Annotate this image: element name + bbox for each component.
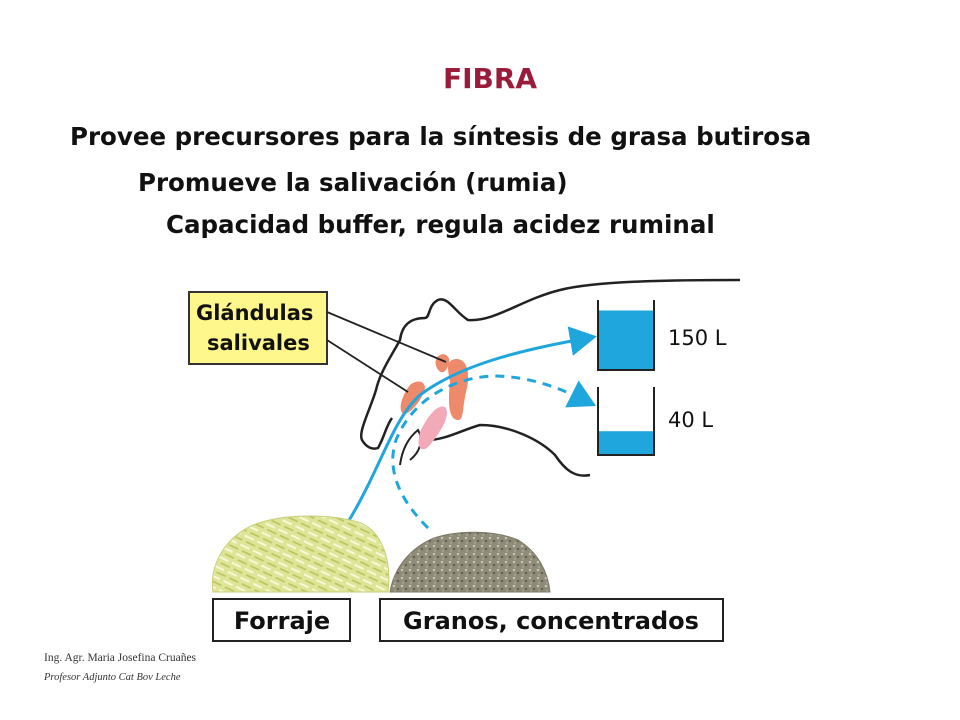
forage-label: Forraje <box>234 607 330 635</box>
container-low-water <box>598 431 654 455</box>
bullet-buffer-capacity: Capacidad buffer, regula acidez ruminal <box>166 210 715 239</box>
grain-label: Granos, concentrados <box>403 607 699 635</box>
page-title: FIBRA <box>442 62 538 95</box>
gland-label-box <box>188 291 328 365</box>
salivary-gland-upper <box>435 354 450 373</box>
container-high <box>597 300 655 371</box>
gland-label-line1: Glándulas <box>196 301 313 325</box>
cow-head-outline <box>359 278 741 450</box>
cow-mouth-outline <box>399 428 422 466</box>
salivary-gland-lower <box>400 381 425 414</box>
cow-tongue <box>418 406 447 450</box>
forage-saliva-arrow <box>346 326 597 523</box>
forage-label-box <box>212 598 351 642</box>
grain-pile <box>389 531 551 593</box>
bullet-salivation: Promueve la salivación (rumia) <box>138 168 568 197</box>
gland-pointer-2 <box>326 339 409 393</box>
gland-pointer-1 <box>326 311 447 363</box>
volume-low-label: 40 L <box>668 408 713 432</box>
author-title: Profesor Adjunto Cat Bov Leche <box>44 672 181 683</box>
cow-neck-outline <box>427 423 591 477</box>
container-high-water <box>598 310 654 370</box>
grain-label-box <box>379 598 724 642</box>
grain-saliva-arrow <box>391 374 597 530</box>
salivary-gland-parotid <box>448 359 469 420</box>
author-credit: Ing. Agr. Maria Josefina Cruañes <box>44 652 197 664</box>
container-low <box>597 387 655 456</box>
gland-label-line2: salivales <box>207 331 310 355</box>
forage-pile <box>211 515 390 593</box>
volume-high-label: 150 L <box>668 326 727 350</box>
bullet-butterfat-precursors: Provee precursores para la síntesis de g… <box>70 122 812 151</box>
